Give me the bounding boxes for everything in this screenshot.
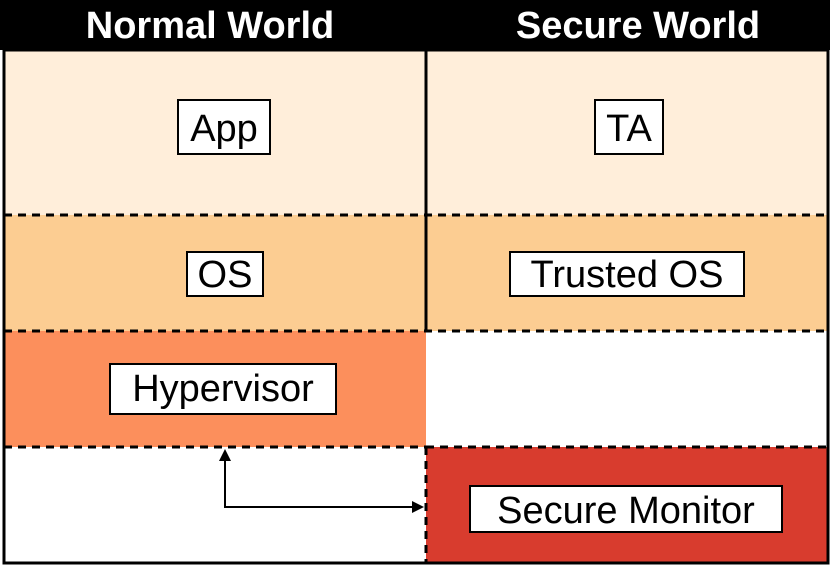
hypervisor-label-box xyxy=(109,363,337,415)
hypervisor-monitor-arrow xyxy=(219,449,424,513)
trusted-os-label-box xyxy=(509,251,745,297)
hypervisor-label: Hypervisor xyxy=(132,368,314,410)
outer-border xyxy=(2,48,830,565)
ta-label-box xyxy=(594,99,664,155)
app-label: App xyxy=(190,108,258,150)
dashed-separators xyxy=(4,213,828,563)
normal-empty-cell xyxy=(4,447,426,563)
secure-world-header: Secure World xyxy=(516,5,760,47)
trusted-os-label: Trusted OS xyxy=(531,254,724,296)
os-label: OS xyxy=(198,254,253,296)
secure-empty-cell xyxy=(426,331,828,447)
ta-label: TA xyxy=(606,108,652,150)
secure-monitor-label-box xyxy=(469,485,783,533)
secure-monitor-label: Secure Monitor xyxy=(497,490,755,532)
app-label-box xyxy=(177,99,271,155)
os-label-box xyxy=(186,251,264,297)
normal-world-header: Normal World xyxy=(86,5,334,47)
header-bar xyxy=(0,0,830,50)
